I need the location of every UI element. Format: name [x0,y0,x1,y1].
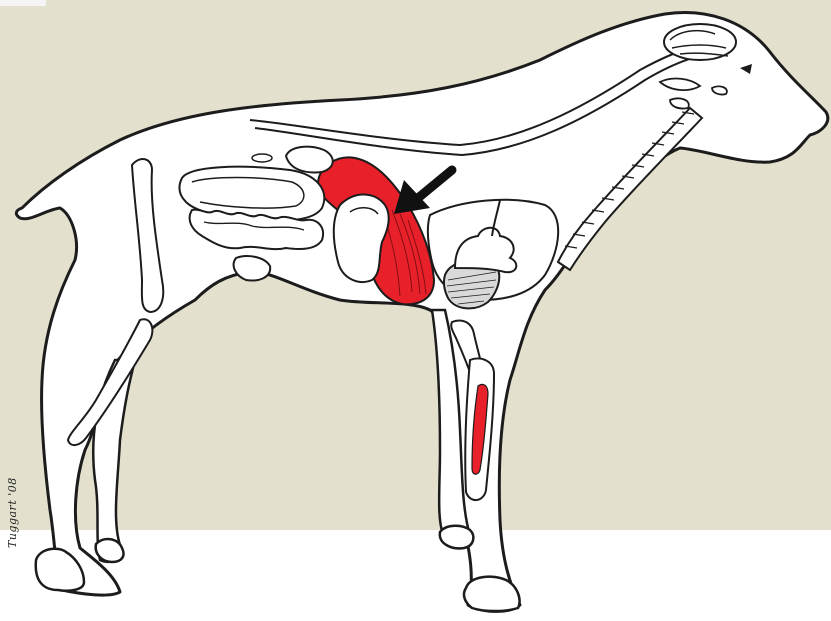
corner-mark [0,0,46,6]
floor-area [0,530,831,621]
front-paw-far [440,526,474,549]
front-paw [464,577,520,611]
brain [664,24,736,60]
kidney [252,154,272,162]
bladder [234,256,271,280]
artist-signature: Tuggart '08 [6,477,19,548]
hind-paw-far [96,539,124,562]
